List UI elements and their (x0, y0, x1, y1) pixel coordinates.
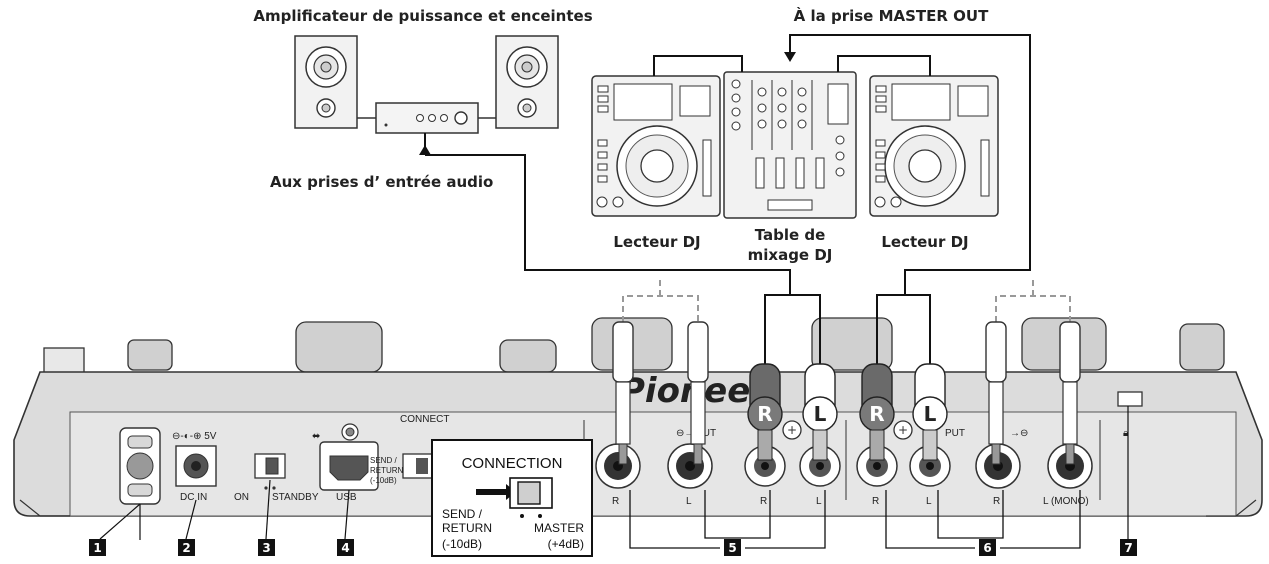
standby-label: STANDBY (272, 492, 319, 503)
ground-out-icon (782, 420, 802, 440)
right-speaker (495, 35, 559, 129)
svg-text:+: + (898, 423, 908, 437)
return-r-label: R (993, 496, 1000, 507)
svg-text:7: 7 (1124, 541, 1132, 555)
in-l-label: L (926, 496, 932, 507)
dc-polarity-label: ⊖-◐-⊕ 5V (172, 431, 217, 442)
connection-switch[interactable] (509, 477, 553, 509)
inset-return-label: RETURN (442, 521, 492, 535)
on-label: ON (234, 492, 249, 503)
svg-text:2: 2 (182, 541, 190, 555)
svg-text:6: 6 (983, 541, 991, 555)
dj-player-right (869, 75, 999, 217)
return-small-label: RETURN (370, 466, 404, 475)
inset-title: CONNECTION (462, 455, 563, 472)
return-plug-r (985, 321, 1007, 465)
send-plug-r (612, 321, 634, 465)
dj-player-left (591, 75, 721, 217)
dj-player-right-caption: Lecteur DJ (881, 233, 968, 251)
inset-send-label: SEND / (442, 507, 483, 521)
send-arrow-icon: ⊖→ (676, 428, 694, 439)
master-out-caption: À la prise MASTER OUT (794, 6, 989, 25)
rca-plug-out-l: L (802, 363, 838, 461)
rca-plug-in-l: L (912, 363, 948, 461)
inset-minus10-label: (-10dB) (442, 537, 482, 551)
svg-text:3: 3 (262, 541, 270, 555)
security-slot[interactable] (1117, 391, 1143, 407)
out-r-label: R (760, 496, 767, 507)
svg-text:5: 5 (728, 541, 736, 555)
return-arrow-icon: →⊖ (1010, 428, 1028, 439)
return-l-mono-label: L (MONO) (1043, 496, 1089, 507)
in-r-label: R (872, 496, 879, 507)
plug-r-in-letter: R (869, 402, 884, 426)
send-r-label: R (612, 496, 619, 507)
connection-small-label: CONNECT (400, 414, 449, 425)
svg-text:1: 1 (93, 541, 101, 555)
marker-2: 2 (178, 539, 195, 556)
marker-1: 1 (89, 539, 106, 556)
inset-master-label: MASTER (534, 521, 584, 535)
connection-inset: CONNECTION SEND / RETURN (-10dB) MASTER … (431, 439, 593, 557)
plug-l-in-letter: L (924, 402, 937, 426)
svg-text:+: + (787, 423, 797, 437)
rca-plug-out-r: R (747, 363, 783, 461)
send-plug-l (687, 321, 709, 465)
rca-plug-in-r: R (859, 363, 895, 461)
out-l-label: L (816, 496, 822, 507)
ground-in-icon (893, 420, 913, 440)
marker-7: 7 (1120, 539, 1137, 556)
return-plug-l (1059, 321, 1081, 465)
send-l-label: L (686, 496, 692, 507)
marker-4: 4 (337, 539, 354, 556)
send-small-label: SEND / (370, 456, 397, 465)
amplifier (375, 102, 479, 134)
svg-text:4: 4 (341, 541, 349, 555)
send-jack-r[interactable] (595, 443, 641, 489)
plug-r-out-letter: R (757, 402, 772, 426)
marker-3: 3 (258, 539, 275, 556)
input-label: PUT (945, 428, 965, 439)
audio-input-caption: Aux prises d’ entrée audio (270, 173, 493, 191)
lock-icon: 🔒︎ (1123, 428, 1128, 439)
dj-player-left-caption: Lecteur DJ (613, 233, 700, 251)
mixer-caption-line2: mixage DJ (748, 246, 833, 264)
send-jack-l[interactable] (667, 443, 713, 489)
usb-symbol: ⬌ (312, 431, 320, 442)
plug-l-out-letter: L (814, 402, 827, 426)
return-jack-l-mono[interactable] (1047, 443, 1093, 489)
left-speaker (294, 35, 358, 129)
usb-label: USB (336, 492, 357, 503)
mixer-caption-line1: Table de (755, 226, 826, 244)
marker-5: 5 (724, 539, 741, 556)
cord-hook (119, 427, 161, 505)
dc-in-jack[interactable] (175, 445, 217, 487)
amplifier-caption: Amplificateur de puissance et enceintes (253, 7, 592, 25)
power-switch[interactable] (254, 453, 286, 479)
marker-6: 6 (979, 539, 996, 556)
inset-plus4-label: (+4dB) (548, 537, 584, 551)
dc-in-label: DC IN (180, 492, 207, 503)
minus10-small-label: (-10dB) (370, 476, 397, 485)
dj-mixer (723, 71, 857, 219)
